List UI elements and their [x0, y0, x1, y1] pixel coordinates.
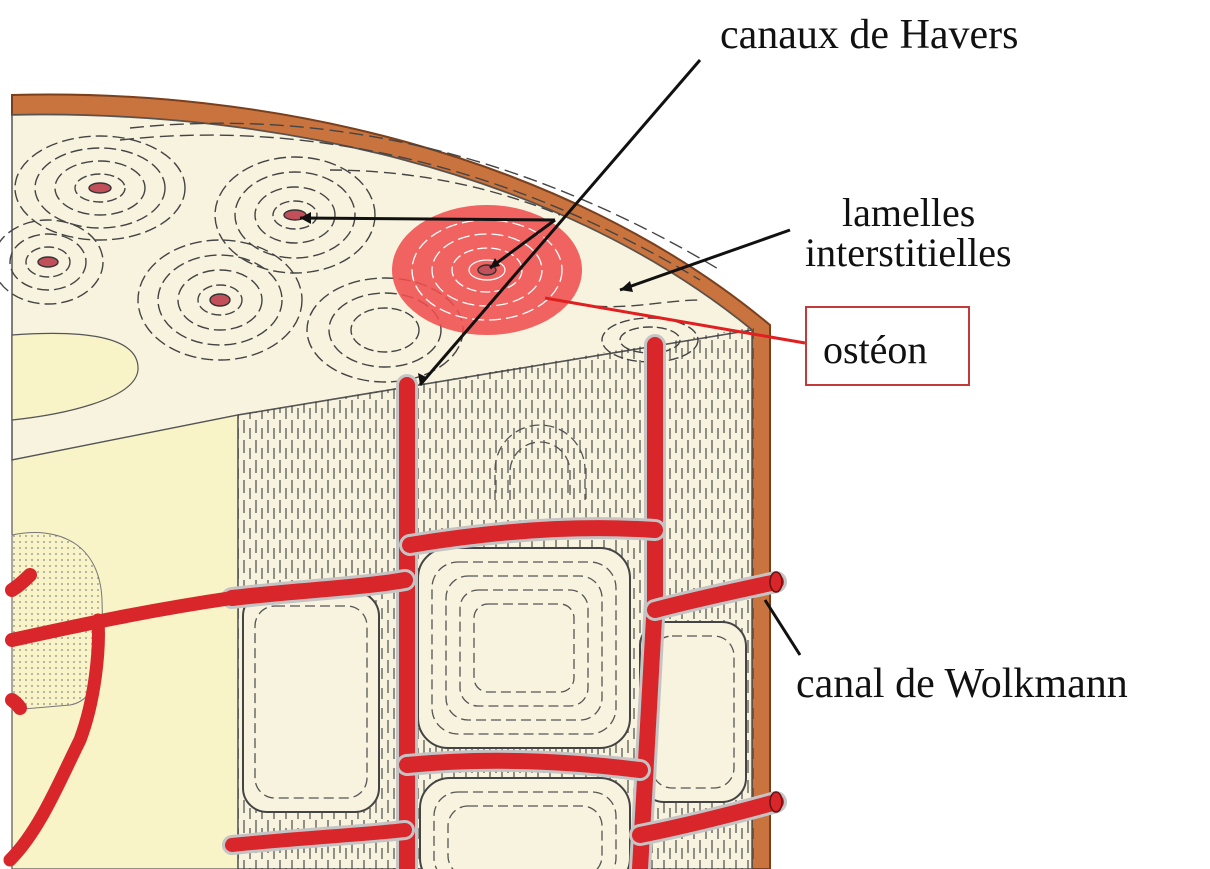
label-lamelles-line1: lamelles	[842, 190, 975, 235]
label-wolkmann-canal: canal de Wolkmann	[796, 661, 1128, 707]
label-havers-canals: canaux de Havers	[720, 12, 1019, 58]
bone-section	[0, 94, 782, 869]
label-lamelles-line2: interstitielles	[805, 230, 1012, 275]
label-osteon: ostéon	[823, 327, 927, 372]
marrow-vessel-4	[12, 700, 20, 708]
havers-pointer-a	[300, 218, 555, 220]
